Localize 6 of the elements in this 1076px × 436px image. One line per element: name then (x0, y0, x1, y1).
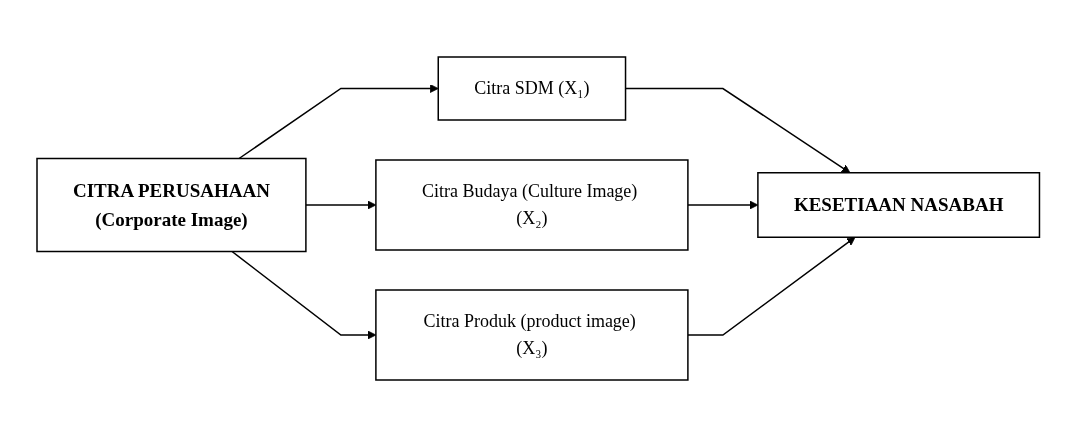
arrow (238, 83, 439, 159)
node-box: Citra Budaya (Culture Image) (X₂) (374, 158, 689, 251)
node-box: KESETIAAN NASABAH (756, 171, 1040, 238)
node-box: Citra SDM (X₁) (437, 55, 627, 121)
node-box: CITRA PERUSAHAAN (Corporate Image) (36, 157, 307, 252)
node-box: Citra Produk (product image) (X₃) (374, 288, 689, 381)
